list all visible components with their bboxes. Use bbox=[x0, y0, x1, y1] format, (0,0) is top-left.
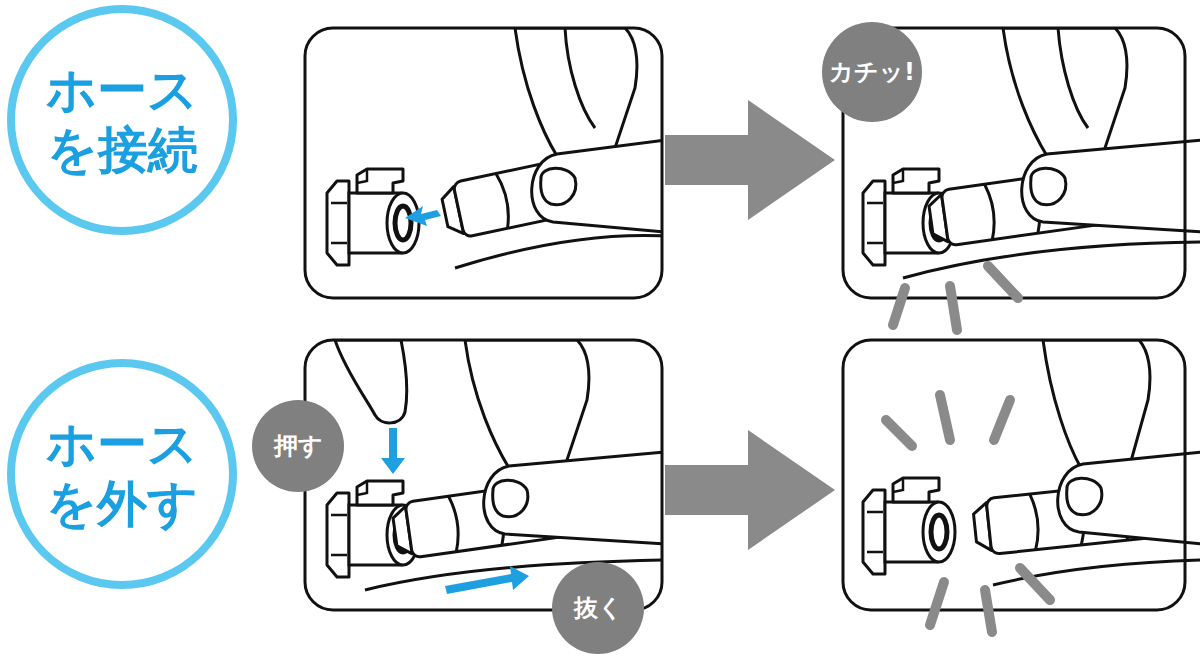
badge-circle bbox=[552, 562, 644, 654]
action-label: 抜く bbox=[574, 592, 623, 624]
panel-disconnect-after bbox=[843, 340, 1200, 610]
faucet-fitting bbox=[327, 169, 419, 265]
pressing-finger bbox=[335, 340, 407, 423]
release-burst bbox=[886, 395, 1050, 632]
outline-circle bbox=[11, 9, 233, 231]
finger-crease bbox=[1058, 28, 1088, 128]
outline-circle bbox=[11, 363, 233, 585]
title-circle: ホース を接続 bbox=[6, 4, 238, 236]
hose-line bbox=[455, 235, 662, 268]
burst-line bbox=[893, 288, 905, 325]
text-holder: 押す bbox=[252, 400, 344, 492]
burst-line bbox=[886, 420, 912, 446]
pull-arrow bbox=[445, 566, 529, 594]
burst-line bbox=[940, 395, 950, 440]
panel-connect-before bbox=[305, 28, 665, 298]
action-badge: 抜く bbox=[552, 562, 644, 654]
click-burst bbox=[893, 266, 1018, 330]
badge-circle bbox=[252, 400, 344, 492]
text-holder: ホース を接続 bbox=[6, 4, 238, 236]
panel-frame bbox=[305, 28, 662, 298]
title-circle: ホース を外す bbox=[6, 358, 238, 590]
faucet-fitting bbox=[863, 478, 955, 574]
badge-circle bbox=[822, 22, 922, 122]
text-holder: 抜く bbox=[552, 562, 644, 654]
finger-nail bbox=[1031, 168, 1066, 204]
burst-line bbox=[994, 400, 1010, 440]
finger-crease bbox=[565, 28, 595, 128]
hand-thumb bbox=[1022, 140, 1200, 232]
step-title: ホース を接続 bbox=[27, 60, 217, 180]
hand-thumb bbox=[532, 140, 662, 232]
hand-thumb bbox=[1058, 452, 1200, 544]
burst-line bbox=[985, 590, 992, 632]
finger-nail bbox=[1067, 478, 1102, 514]
node-outline bbox=[6, 358, 238, 590]
action-label: カチッ! bbox=[829, 56, 915, 88]
step-arrow bbox=[665, 430, 835, 550]
text-holder: カチッ! bbox=[822, 22, 922, 122]
insert-arrow bbox=[405, 206, 441, 226]
burst-line bbox=[988, 266, 1018, 298]
step-arrow bbox=[665, 100, 835, 220]
finger-nail bbox=[493, 480, 528, 516]
hand-thumb bbox=[484, 452, 662, 544]
text-holder: ホース を外す bbox=[6, 358, 238, 590]
node-outline bbox=[6, 4, 238, 236]
burst-line bbox=[1020, 568, 1050, 600]
press-arrow bbox=[381, 428, 405, 474]
burst-line bbox=[930, 582, 944, 625]
action-label: 押す bbox=[274, 430, 323, 462]
action-badge: 押す bbox=[252, 400, 344, 492]
action-badge: カチッ! bbox=[822, 22, 922, 122]
burst-line bbox=[950, 286, 957, 330]
panel-frame bbox=[843, 340, 1185, 610]
step-title: ホース を外す bbox=[27, 414, 217, 534]
finger-nail bbox=[541, 168, 576, 204]
